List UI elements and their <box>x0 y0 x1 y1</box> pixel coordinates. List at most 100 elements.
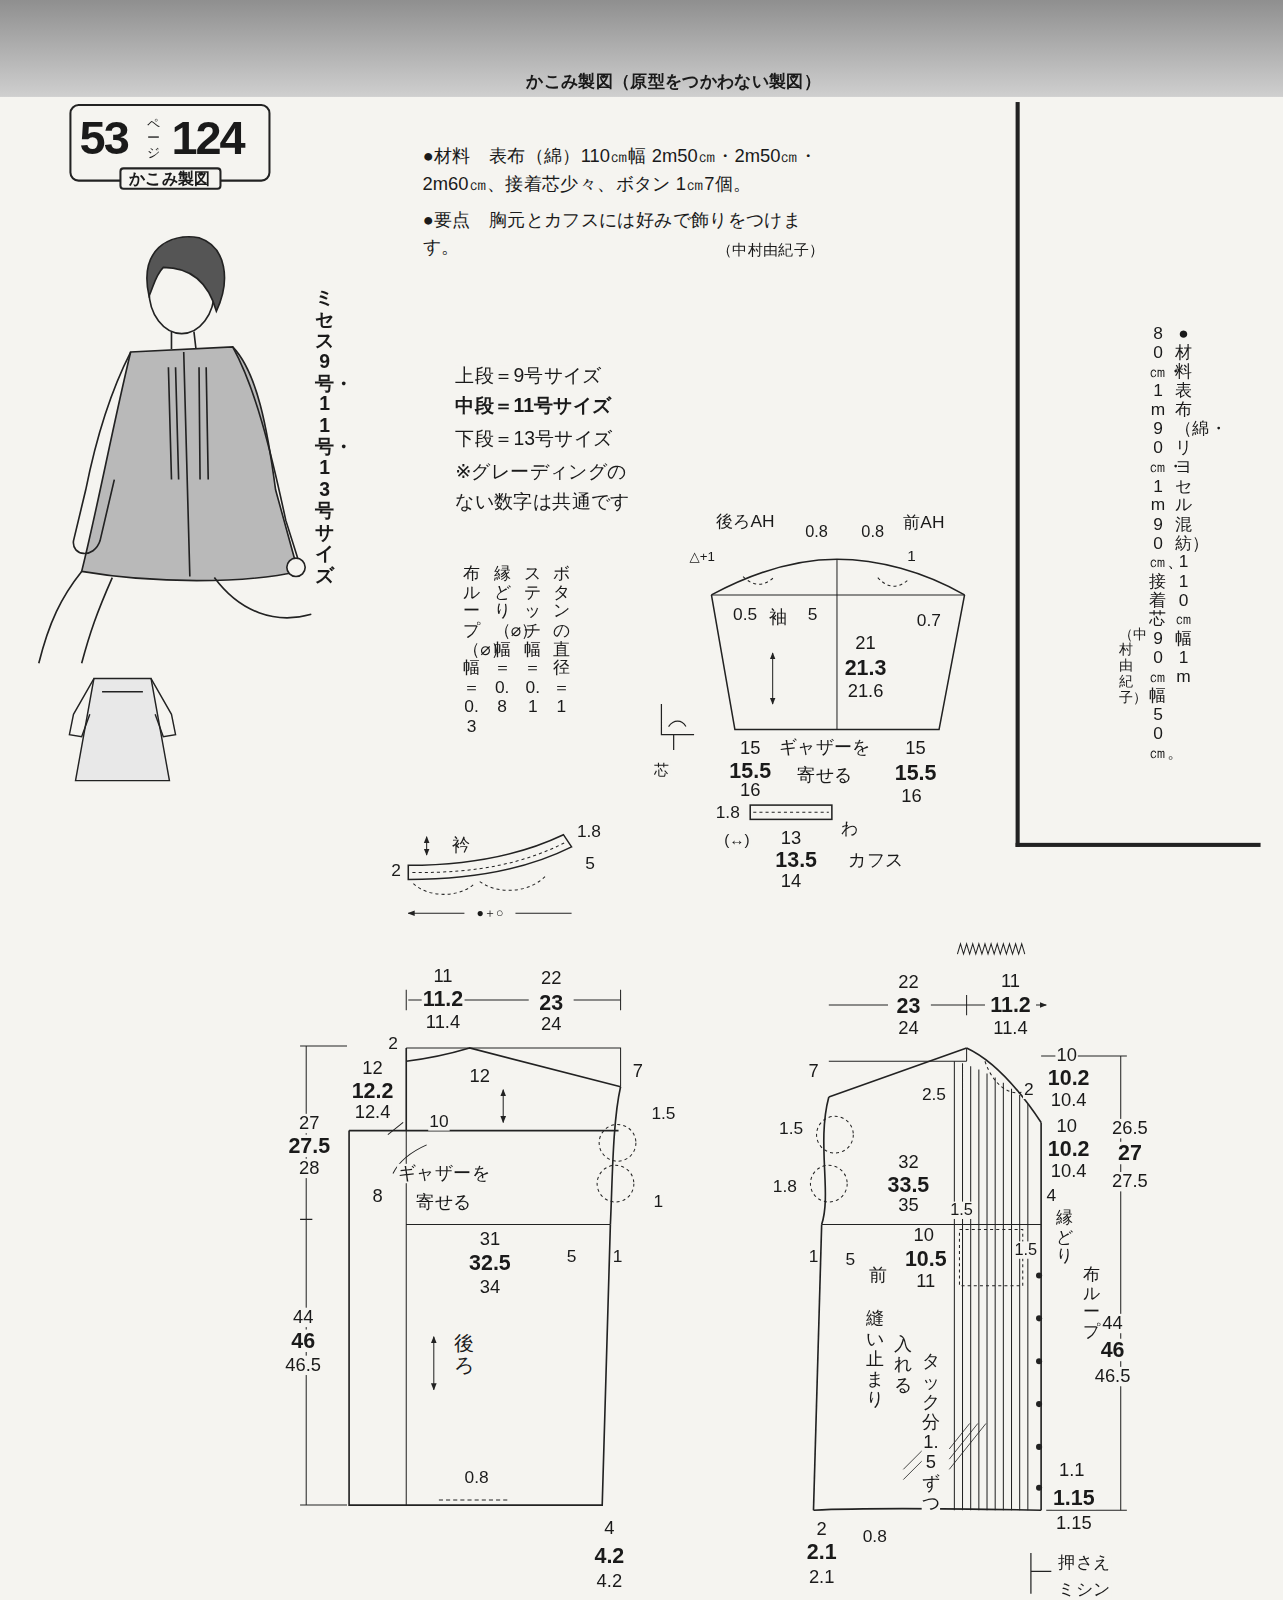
measurement-label: 衿 <box>451 835 471 854</box>
measurement-label: 46.5 <box>284 1356 322 1375</box>
measurement-label: 1.5 <box>949 1202 974 1219</box>
measurement-label: 1.8 <box>576 823 602 841</box>
measurement-label: 21 <box>854 633 876 652</box>
measurement-label: 24 <box>540 1015 562 1034</box>
measurement-label: 16 <box>739 781 761 800</box>
measurement-label: 前AH <box>902 513 946 531</box>
measurement-label: ない数字は共通です <box>454 492 631 512</box>
measurement-label: 44 <box>292 1308 314 1327</box>
vertical-note: 布ループ（⌀）幅＝0.3 <box>463 564 480 736</box>
vertical-note: ボタンの直径＝1 <box>553 564 570 717</box>
measurement-label: ※グレーディングの <box>454 461 627 481</box>
woman-illustration <box>39 237 312 663</box>
measurement-label: 15.5 <box>894 761 938 783</box>
measurement-label: 0.5 <box>732 606 758 624</box>
page-number-box: 53ページ124かこみ製図 <box>69 104 270 182</box>
measurement-label: 26.5 <box>1111 1119 1149 1138</box>
measurement-label: 13.5 <box>774 849 818 871</box>
measurement-label: カフス <box>847 851 904 870</box>
vertical-note: ステッチ幅＝0.1 <box>524 564 541 717</box>
node-text: かこみ製図 <box>119 167 221 189</box>
header-band <box>0 0 1283 97</box>
measurement-label: 32.5 <box>468 1252 512 1274</box>
button-marks <box>1036 1272 1042 1490</box>
measurement-label: 4.2 <box>596 1572 624 1591</box>
measurement-label: 5 <box>807 606 819 624</box>
measurement-label: 2 <box>387 1035 399 1053</box>
measurement-label: 15 <box>904 738 926 757</box>
measurement-label: 0.7 <box>916 611 942 629</box>
vertical-note: 縁どり（⌀）幅＝0.8 <box>494 564 511 717</box>
measurement-label: 22 <box>897 973 919 992</box>
measurement-label: 10 <box>1055 1117 1077 1136</box>
materials-note: ●材料 表布（綿）110㎝幅 2m50㎝・2m50㎝・2m60㎝、接着芯少々、ボ… <box>422 143 827 198</box>
measurement-label: ギャザーを <box>397 1164 491 1183</box>
vertical-note: 後ろ <box>454 1332 474 1377</box>
measurement-label: 21.6 <box>847 682 885 701</box>
measurement-label: 5 <box>844 1251 856 1269</box>
measurement-label: 32 <box>897 1153 919 1172</box>
vertical-note: 入れる <box>894 1335 912 1396</box>
measurement-label: 22 <box>540 969 562 988</box>
vertical-note: 縁どり <box>1056 1209 1073 1266</box>
measurement-label: 24 <box>897 1019 919 1038</box>
measurement-label: 前 <box>868 1266 888 1285</box>
measurement-label: 下段＝13号サイズ <box>454 429 613 449</box>
measurement-label: 27 <box>1117 1142 1143 1164</box>
measurement-label: 28 <box>298 1159 320 1178</box>
measurement-label: 1 <box>612 1248 624 1266</box>
measurement-label: 2 <box>390 861 402 879</box>
front-bodice-pattern <box>810 944 1126 1594</box>
measurement-label: 2 <box>816 1520 828 1539</box>
node-text: 53 <box>80 114 128 161</box>
measurement-label: 袖 <box>768 608 788 627</box>
node-text: 124 <box>171 114 243 161</box>
measurement-label: 23 <box>895 995 921 1017</box>
measurement-label: 10.4 <box>1050 1090 1088 1109</box>
measurement-label: 後ろAH <box>715 512 776 530</box>
measurement-label: 1.15 <box>1055 1514 1093 1533</box>
materials-frame: ●材料 表布（綿・リヨセル混紡）110㎝幅1m80㎝・1m90㎝・1m90㎝、接… <box>1016 102 1261 847</box>
measurement-label: 7 <box>632 1062 644 1081</box>
measurement-label: 0.8 <box>860 524 885 541</box>
measurement-label: 46 <box>290 1330 316 1352</box>
measurement-label: 10 <box>428 1112 449 1130</box>
measurement-label: 4 <box>603 1519 615 1538</box>
measurement-label: 12 <box>468 1067 490 1086</box>
measurement-label: 34 <box>479 1278 501 1297</box>
measurement-label: 4.2 <box>593 1545 625 1567</box>
measurement-label: ギャザーを <box>778 737 872 756</box>
measurement-label: 寄せる <box>415 1192 472 1211</box>
measurement-label: 1.1 <box>1058 1461 1086 1480</box>
measurement-label: 1 <box>652 1193 664 1211</box>
measurement-label: 7 <box>807 1062 819 1081</box>
measurement-label: 13 <box>780 829 802 848</box>
measurement-label: わ <box>840 819 859 837</box>
measurement-label: 14 <box>780 872 802 891</box>
sleeve-pattern <box>661 559 964 819</box>
measurement-label: 16 <box>900 786 922 805</box>
vertical-note: タック分1.5ずつ <box>922 1352 940 1514</box>
measurement-label: 27.5 <box>1111 1172 1149 1191</box>
measurement-label: 1 <box>808 1248 820 1266</box>
vertical-note: 縫い止まり <box>866 1309 884 1410</box>
measurement-label: 44 <box>1101 1314 1123 1333</box>
measurement-label: 押さえ <box>1057 1554 1111 1572</box>
measurement-label: △+1 <box>689 550 716 564</box>
measurement-label: 4 <box>1045 1187 1057 1205</box>
measurement-label: 10.2 <box>1047 1066 1091 1088</box>
sheet-heading: かこみ製図（原型をつかわない製図） <box>525 73 822 91</box>
size-range: ミセス9号・11号・13号サイズ <box>315 288 334 586</box>
measurement-label: 10.2 <box>1047 1138 1091 1160</box>
measurement-label: 8 <box>372 1186 384 1205</box>
measurement-label: 35 <box>897 1195 919 1214</box>
measurement-label: ●＋○ <box>475 907 504 920</box>
measurement-label: 46 <box>1100 1339 1126 1361</box>
measurement-label: 寄せる <box>796 766 853 785</box>
measurement-label: 中段＝11号サイズ <box>454 396 612 416</box>
measurement-label: 12.4 <box>354 1103 392 1122</box>
measurement-label: 1.5 <box>1013 1241 1038 1258</box>
node-text: ●材料 表布（綿・リヨセル混紡）110㎝幅1m <box>1175 324 1192 686</box>
measurement-label: 1.5 <box>778 1119 804 1137</box>
back-view-illustration <box>69 679 175 781</box>
